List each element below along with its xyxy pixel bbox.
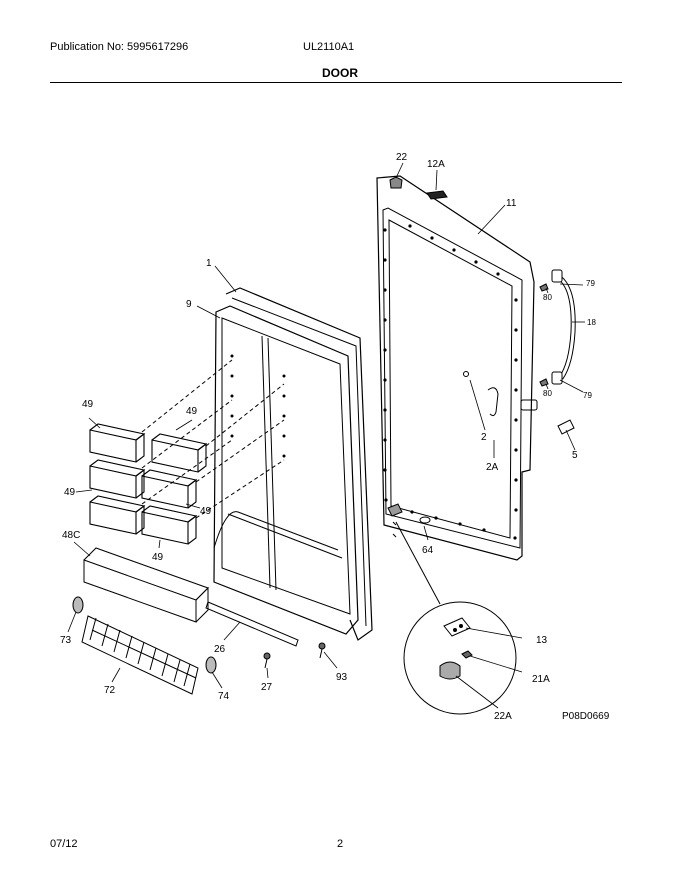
callout-9: 9: [186, 299, 192, 310]
hinge-detail-circle: [395, 521, 517, 715]
callout-72: 72: [104, 685, 116, 696]
section-title: DOOR: [322, 66, 358, 80]
callout-27: 27: [261, 682, 273, 693]
door-screw-holes: [383, 224, 518, 540]
footer-date: 07/12: [50, 838, 78, 850]
callout-11: 11: [506, 198, 517, 209]
callout-22A: 22A: [494, 711, 512, 722]
model-number: UL2110A1: [303, 41, 355, 53]
part-26-trim: [205, 601, 299, 647]
bottom-hinge: [387, 503, 403, 517]
callout-49-a: 49: [82, 399, 94, 410]
callout-79-top: 79: [586, 279, 595, 288]
callout-21A: 21A: [532, 674, 550, 685]
part-12A-label: [426, 190, 448, 200]
door-bins: [89, 423, 208, 545]
callout-80-bottom: 80: [543, 389, 552, 398]
inner-liner: [213, 305, 359, 635]
figure-code: P08D0669: [562, 711, 610, 722]
callout-80-top: 80: [543, 293, 552, 302]
callout-5: 5: [572, 450, 578, 461]
callout-64: 64: [422, 545, 434, 556]
part-22-plug: [389, 176, 403, 189]
callout-74: 74: [218, 691, 230, 702]
part-93-screw: [318, 642, 326, 659]
leader-lines: [67, 162, 585, 709]
callout-2: 2: [481, 432, 487, 443]
callout-2A: 2A: [486, 462, 499, 473]
callout-18: 18: [587, 318, 596, 327]
door-gasket: [225, 287, 373, 641]
callout-73: 73: [60, 635, 72, 646]
callout-12A: 12A: [427, 159, 445, 170]
callout-labels: 22 12A 11 1 9 79 80 18 80 79 2 2A 5 64 4…: [60, 152, 610, 722]
callout-49-b: 49: [186, 406, 198, 417]
publication-number: Publication No: 5995617296: [50, 41, 189, 53]
page-number: 2: [337, 838, 344, 850]
part-64: [419, 516, 431, 524]
header-rule: [50, 82, 622, 83]
part-72-wire-rack: [81, 615, 199, 695]
callout-79-bottom: 79: [583, 391, 592, 400]
callout-49-c: 49: [64, 487, 76, 498]
part-27-screw: [263, 652, 271, 669]
part-73-end-cap: [72, 596, 84, 614]
callout-49-e: 49: [152, 552, 164, 563]
callout-1: 1: [206, 258, 212, 269]
part-74-end-cap: [205, 656, 217, 674]
callout-48C: 48C: [62, 530, 80, 541]
callout-13: 13: [536, 635, 548, 646]
bin-mounting-lines: [141, 359, 285, 519]
door-handle: [539, 269, 576, 435]
callout-93: 93: [336, 672, 348, 683]
callout-22: 22: [396, 152, 408, 163]
outer-door-panel: [376, 175, 538, 561]
callout-26: 26: [214, 644, 226, 655]
callout-49-d: 49: [200, 506, 212, 517]
part-48C-shelf: [83, 547, 209, 623]
